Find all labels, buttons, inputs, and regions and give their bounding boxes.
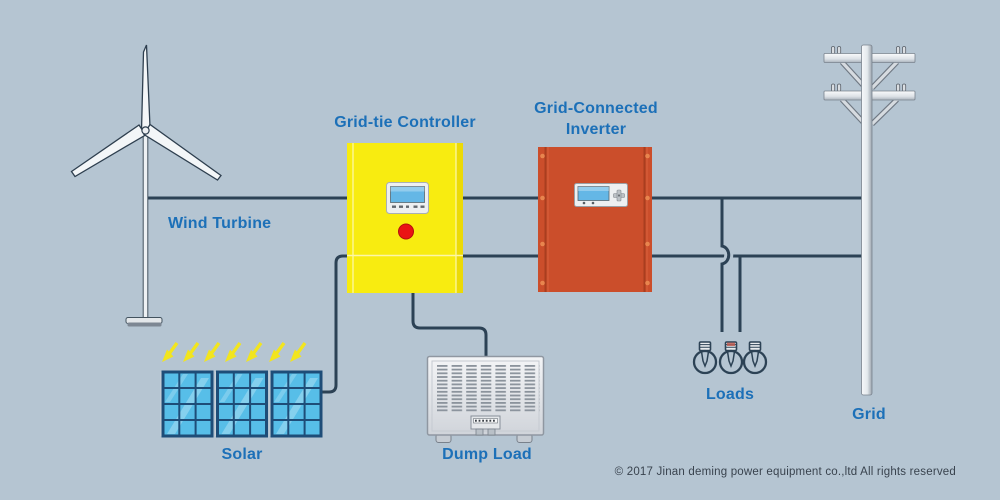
light-bulb-icon: [692, 340, 718, 375]
dump-load-box: [426, 355, 545, 443]
inverter-display: [574, 183, 628, 207]
dump-load-terminal-block: [470, 415, 501, 436]
light-bulb-icon: [742, 340, 768, 375]
grid-pole: [823, 44, 916, 396]
light-bulb-icon: [718, 340, 744, 375]
copyright-text: © 2017 Jinan deming power equipment co.,…: [614, 466, 956, 478]
controller-display: [386, 182, 429, 214]
wire-controller-to-dump-load: [411, 292, 488, 358]
wind-turbine-graphic: [70, 44, 222, 327]
controller-lcd-screen: [390, 186, 425, 203]
controller-led-indicator: [398, 223, 414, 240]
controller-edge-strip: [456, 143, 463, 293]
load-bulbs: [692, 340, 768, 375]
inverter-body: [538, 147, 652, 292]
sun-ray-icon: [202, 341, 221, 364]
sun-ray-icon: [223, 341, 242, 364]
turbine-tower: [142, 128, 149, 321]
turbine-base-shadow: [127, 322, 162, 327]
controller-buttons[interactable]: [392, 205, 425, 208]
wire-solar-to-controller: [316, 254, 348, 394]
sun-ray-icon: [288, 341, 307, 364]
label-dump-load: Dump Load: [442, 446, 532, 463]
solar-panel: [213, 370, 268, 438]
label-grid: Grid: [852, 406, 886, 423]
solar-panel: [268, 370, 323, 438]
wire-loads-drop-1: [720, 199, 731, 332]
label-controller: Grid-tie Controller: [334, 114, 476, 131]
dump-load-vents: [437, 365, 540, 413]
sun-ray-icon: [160, 341, 179, 364]
turbine-rotor: [70, 44, 222, 181]
sun-ray-icon: [181, 341, 200, 364]
label-solar: Solar: [221, 446, 263, 463]
inverter-dpad-button[interactable]: [613, 189, 625, 202]
grid-connected-inverter-box: [538, 147, 652, 292]
turbine-hub: [141, 126, 150, 135]
label-loads: Loads: [705, 386, 755, 403]
controller-body: [347, 143, 463, 293]
solar-array: [159, 341, 323, 438]
sun-ray-icon: [244, 341, 263, 364]
inverter-lcd-screen: [577, 186, 610, 201]
label-inverter: Grid-Connected Inverter: [534, 100, 658, 138]
bulb-cap-tint: [727, 342, 735, 346]
inverter-screws: [540, 153, 650, 286]
sun-ray-icon: [267, 341, 286, 364]
pole-mast: [861, 44, 873, 396]
wires: [147, 196, 866, 394]
grid-tie-controller-box: [347, 143, 463, 293]
solar-panel: [159, 370, 214, 438]
label-wind-turbine: Wind Turbine: [168, 215, 272, 232]
